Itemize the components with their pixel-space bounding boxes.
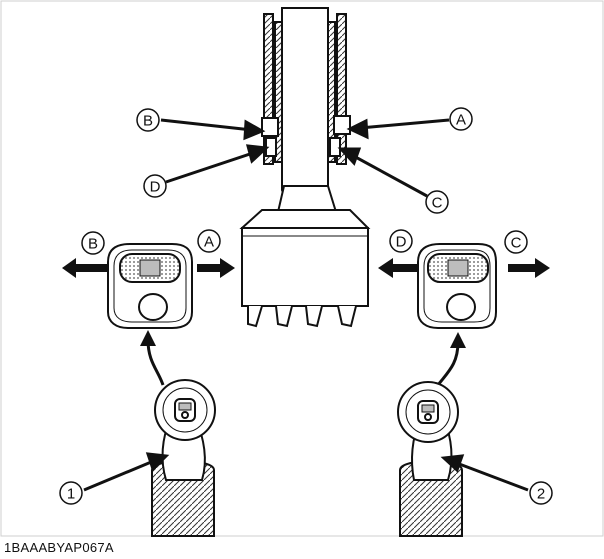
left-switch-panel bbox=[107, 243, 193, 329]
svg-text:2: 2 bbox=[537, 486, 545, 503]
right-switch-panel bbox=[417, 243, 497, 329]
arrow-c-right bbox=[508, 258, 550, 278]
callout-a-top: A bbox=[449, 107, 473, 131]
fitting-a bbox=[333, 115, 351, 135]
svg-text:B: B bbox=[143, 113, 153, 130]
hose-right-outer bbox=[336, 13, 347, 165]
hose-left-inner bbox=[274, 21, 283, 163]
svg-text:C: C bbox=[511, 235, 522, 252]
svg-text:A: A bbox=[204, 234, 214, 251]
fitting-c bbox=[329, 137, 341, 157]
callout-c-right: C bbox=[504, 230, 528, 254]
arrow-d-left bbox=[378, 258, 417, 278]
callout-b-top: B bbox=[136, 108, 160, 132]
direction-arrows bbox=[62, 258, 550, 278]
svg-text:B: B bbox=[88, 236, 98, 253]
callout-a-left: A bbox=[197, 229, 221, 253]
zoom-arrows bbox=[146, 339, 460, 386]
bottom-leaders bbox=[83, 452, 529, 492]
callout-d-top: D bbox=[143, 174, 167, 198]
hose-left-outer bbox=[263, 13, 274, 165]
right-joystick bbox=[397, 381, 463, 537]
hose-right-inner bbox=[327, 21, 336, 163]
arrow-a-right bbox=[197, 258, 235, 278]
fitting-b bbox=[261, 117, 279, 137]
arm-assembly bbox=[261, 7, 351, 213]
svg-text:A: A bbox=[456, 112, 466, 129]
callout-lever-1: 1 bbox=[59, 481, 83, 505]
callout-b-left: B bbox=[81, 231, 105, 255]
svg-text:1: 1 bbox=[67, 486, 75, 503]
bucket bbox=[239, 209, 371, 328]
figure-code: 1BAAABYAP067A bbox=[4, 540, 114, 555]
top-leaders bbox=[160, 118, 450, 198]
callout-lever-2: 2 bbox=[529, 481, 553, 505]
svg-text:D: D bbox=[396, 234, 407, 251]
callout-d-right: D bbox=[389, 229, 413, 253]
arrow-b-left bbox=[62, 258, 108, 278]
callout-c-top: C bbox=[425, 190, 449, 214]
svg-text:D: D bbox=[150, 179, 161, 196]
border bbox=[0, 0, 604, 537]
svg-text:C: C bbox=[432, 195, 443, 212]
